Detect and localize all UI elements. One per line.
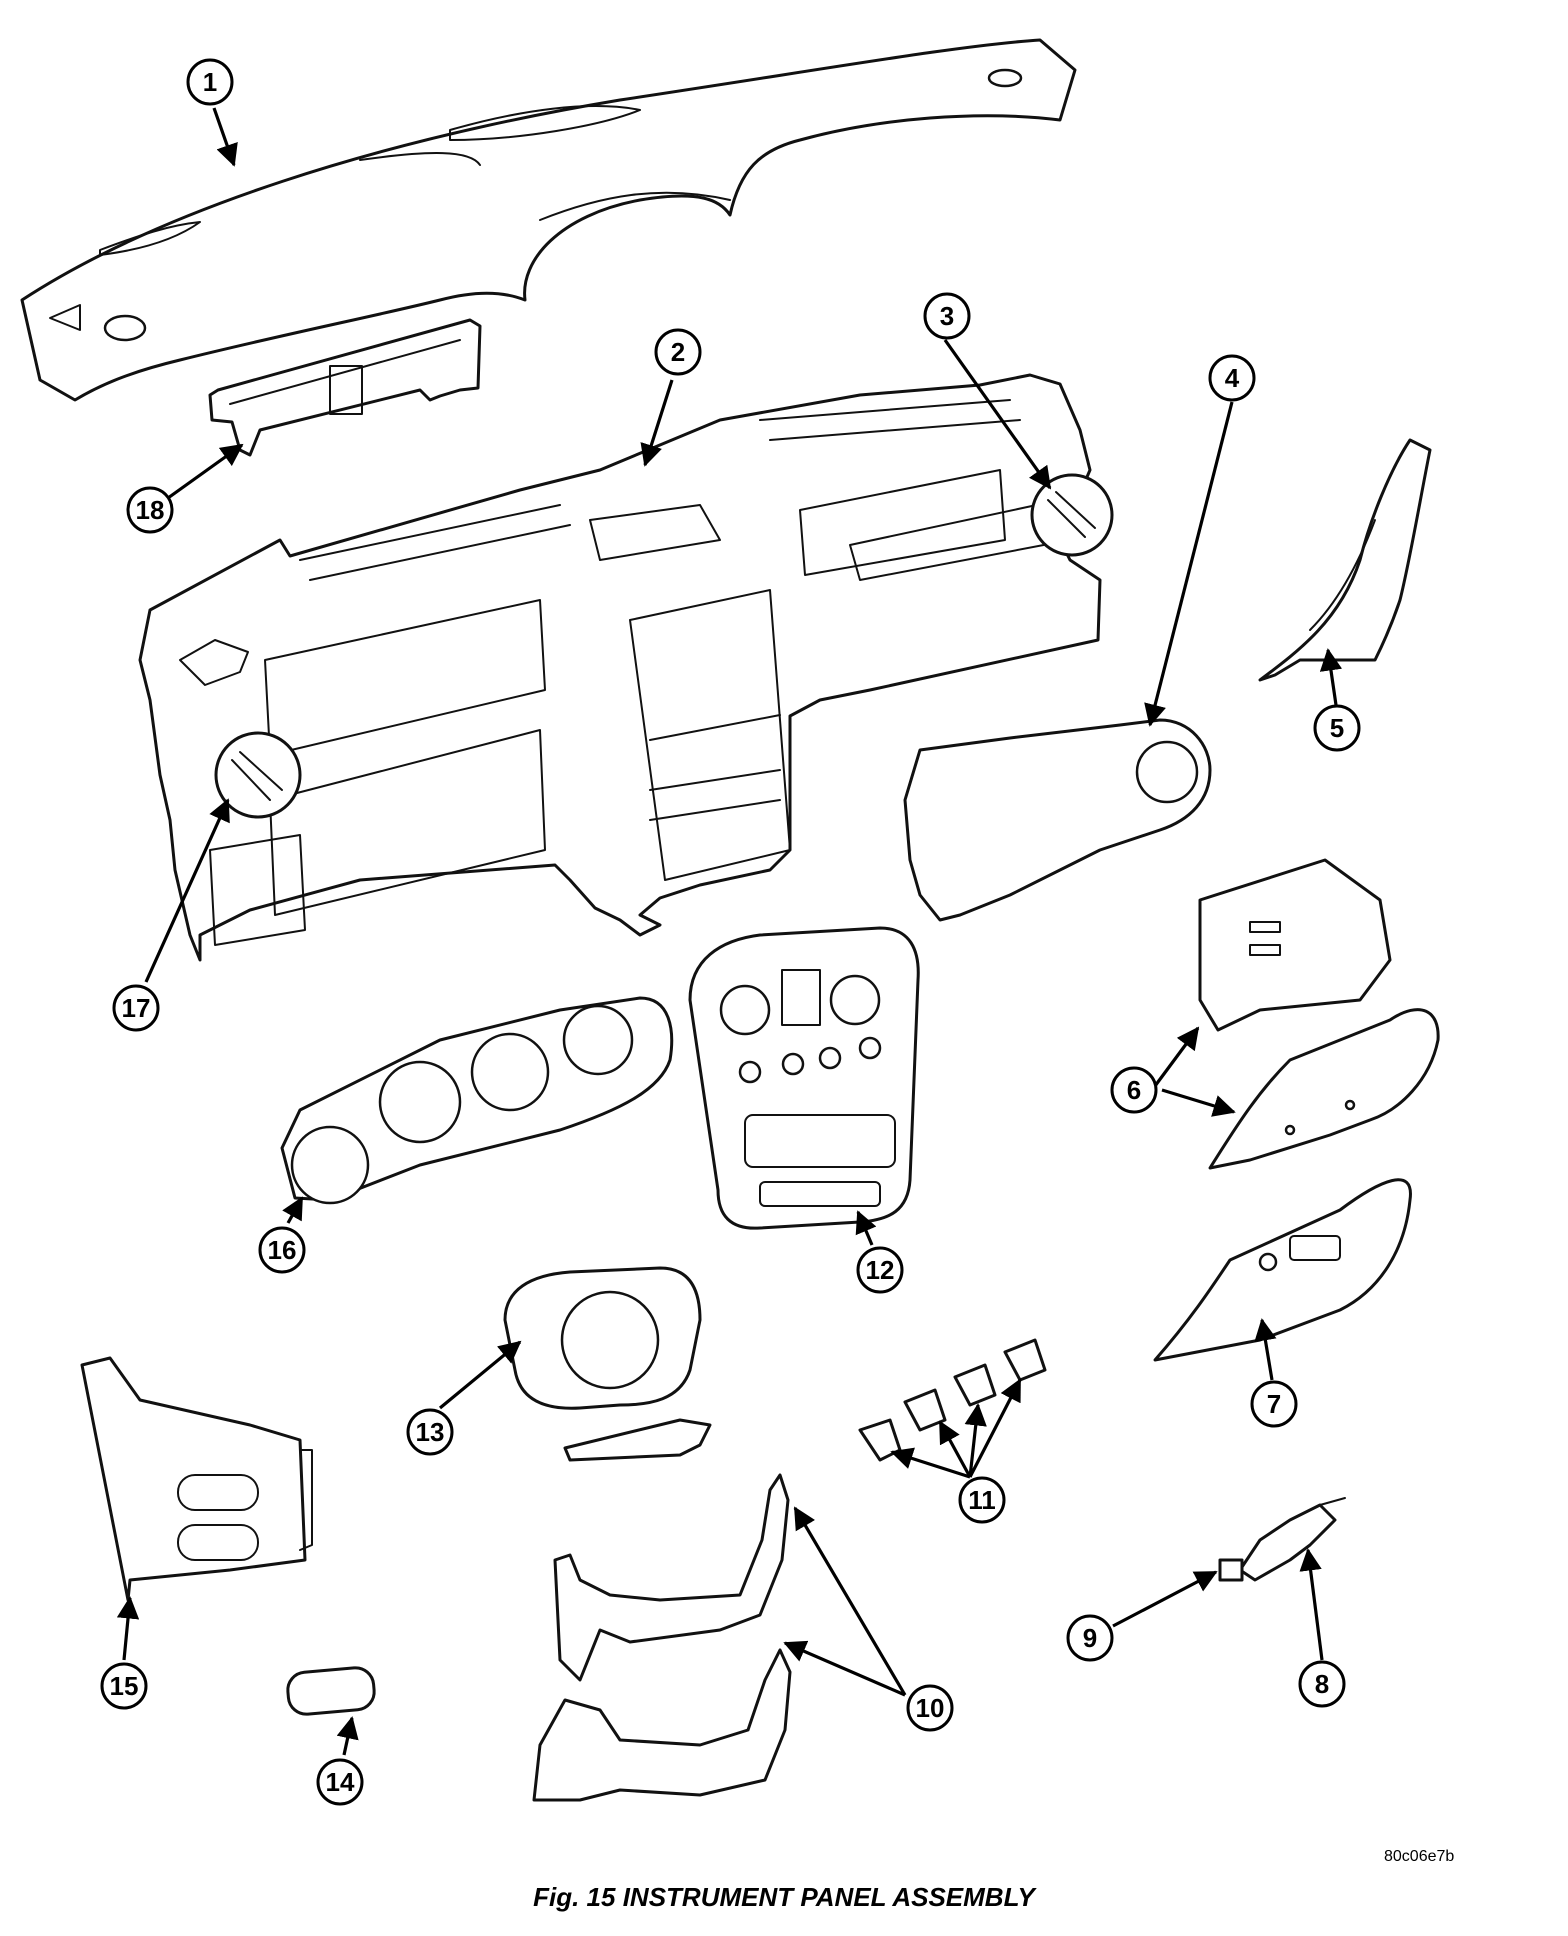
svg-text:3: 3 [940,301,954,331]
callout-15: 15 [100,1662,148,1710]
part-lamp [286,1666,376,1716]
callout-3: 3 [923,292,971,340]
part-knee-bolster [1153,1178,1412,1362]
part-glove-box [1198,858,1440,1170]
svg-text:10: 10 [916,1693,945,1723]
part-center-bezel [688,926,920,1230]
callout-2: 2 [654,328,702,376]
callout-17: 17 [112,984,160,1032]
callout-5: 5 [1313,704,1361,752]
callout-10: 10 [906,1684,954,1732]
part-right-lens [1030,473,1114,557]
svg-text:7: 7 [1267,1389,1281,1419]
callout-7: 7 [1250,1380,1298,1428]
part-latch [1218,1497,1346,1582]
part-left-lens [214,731,302,819]
callout-4: 4 [1208,354,1256,402]
svg-text:6: 6 [1127,1075,1141,1105]
svg-text:9: 9 [1083,1623,1097,1653]
part-bracket [208,318,482,457]
part-cluster-trim [903,718,1212,922]
callout-1: 1 [186,58,234,106]
svg-text:18: 18 [136,495,165,525]
part-top-cover [20,38,1077,402]
callout-18: 18 [126,486,174,534]
svg-text:15: 15 [110,1671,139,1701]
callout-12: 12 [856,1246,904,1294]
callout-13: 13 [406,1408,454,1456]
svg-text:13: 13 [416,1417,445,1447]
part-cluster-bezel [280,996,674,1205]
svg-text:16: 16 [268,1235,297,1265]
callout-6: 6 [1110,1066,1158,1114]
svg-text:17: 17 [122,993,151,1023]
svg-text:5: 5 [1330,713,1344,743]
svg-text:11: 11 [968,1485,996,1515]
callout-8: 8 [1298,1660,1346,1708]
callout-14: 14 [316,1758,364,1806]
reference-code: 80c06e7b [1384,1848,1455,1865]
svg-text:12: 12 [866,1255,895,1285]
callout-11: 11 [958,1476,1006,1524]
callout-9: 9 [1066,1614,1114,1662]
figure-caption: Fig. 15 INSTRUMENT PANEL ASSEMBLY [533,1882,1035,1912]
leader-lines [116,107,1343,1756]
part-vent-nozzles [858,1338,1047,1462]
part-left-trim [80,1356,313,1602]
part-lower-trim [532,1473,792,1802]
svg-text:8: 8 [1315,1669,1329,1699]
svg-text:1: 1 [203,67,217,97]
svg-text:4: 4 [1225,363,1240,393]
part-column-cover [503,1266,712,1462]
callout-16: 16 [258,1226,306,1274]
part-end-cap [1258,438,1432,682]
svg-text:2: 2 [671,337,685,367]
svg-text:14: 14 [326,1767,355,1797]
